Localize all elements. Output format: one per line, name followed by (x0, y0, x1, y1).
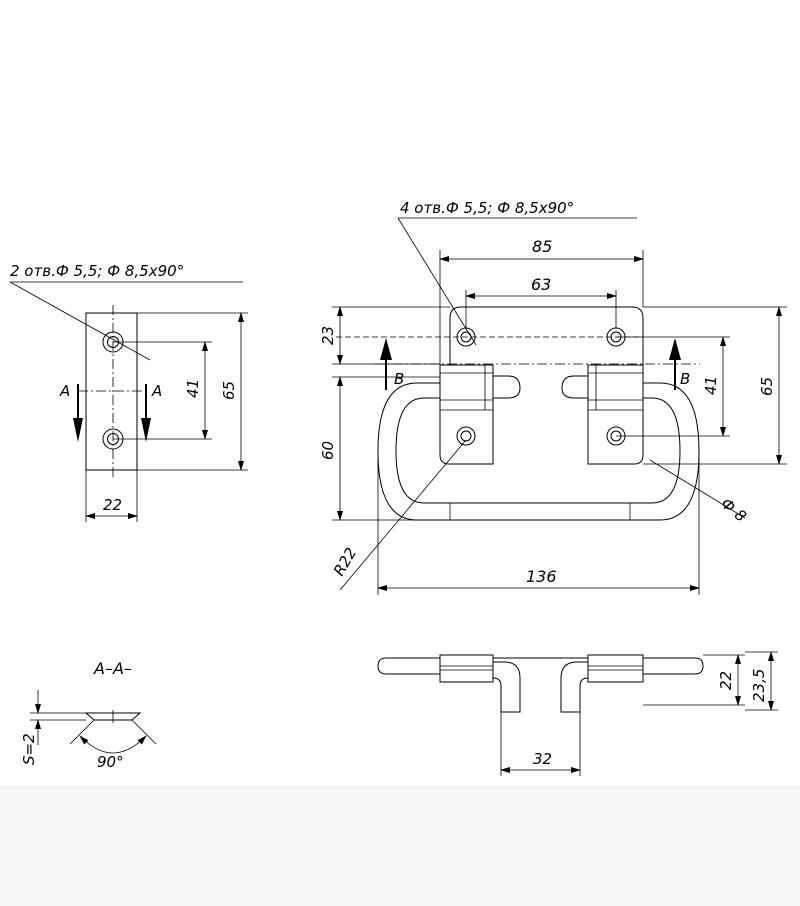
dim-22-text: 22 (103, 496, 122, 514)
bottom-right-plate (587, 654, 644, 683)
section-label-right: A (151, 382, 162, 400)
dim-65r-text: 65 (758, 377, 776, 396)
dim-65-text: 65 (220, 381, 238, 400)
bottom-view: 32 22 23,5 (377, 651, 778, 776)
front-view: B B 4 отв.Ф 5,5; Ф 8,5x90° 85 63 23 (319, 199, 787, 595)
view-arrow-right (669, 338, 681, 360)
section-thickness-text: S=2 (20, 733, 38, 765)
background-floor (0, 785, 800, 906)
left-tab (493, 375, 521, 399)
dim-41r-text: 41 (702, 376, 720, 395)
front-top-plate (449, 306, 644, 365)
section-label-left: A (59, 382, 70, 400)
dim-60-text: 60 (319, 441, 337, 460)
front-callout-text: 4 отв.Ф 5,5; Ф 8,5x90° (400, 199, 574, 217)
front-hole-bl (456, 426, 476, 446)
dim-85-text: 85 (532, 237, 552, 256)
section-arrow-left (73, 418, 83, 442)
dim-41-text: 41 (184, 379, 202, 398)
section-angle-text: 90° (97, 753, 124, 771)
view-label-left: B (394, 370, 404, 388)
dim-63-text: 63 (531, 275, 551, 294)
section-aa: A–A– S=2 90° (20, 659, 157, 771)
dim-r22-leader (339, 439, 467, 591)
section-angle-ext-left (69, 719, 95, 745)
dim-wire-leader (649, 459, 746, 519)
dim-23-text: 23 (319, 326, 337, 345)
wire-loop-inner (395, 397, 681, 504)
bottom-rod-right (643, 657, 704, 675)
section-arrow-right (141, 418, 151, 442)
dim-r22-text: R22 (330, 544, 360, 579)
bottom-leg-right (560, 661, 589, 713)
dim-22b-text: 22 (717, 671, 735, 690)
view-arrow-left (380, 338, 392, 360)
left-bracket (439, 364, 494, 465)
section-angle-arc (79, 735, 147, 754)
bottom-leg-left (492, 661, 521, 713)
dim-32-text: 32 (533, 750, 552, 768)
right-bracket (587, 364, 644, 465)
bottom-left-plate (439, 654, 494, 683)
front-callout-leader (397, 217, 477, 346)
right-tab (561, 375, 588, 399)
side-view: A A 2 отв.Ф 5,5; Ф 8,5x90° 41 65 22 (9, 262, 248, 522)
section-angle-ext-right (131, 719, 157, 745)
side-plate-outline (85, 312, 138, 471)
wire-loop-outer (377, 382, 700, 521)
section-title: A–A– (93, 659, 132, 678)
dim-wire-text: Ф 8 (717, 494, 749, 525)
view-label-right: B (680, 370, 690, 388)
side-callout-text: 2 отв.Ф 5,5; Ф 8,5x90° (10, 262, 184, 280)
side-callout-leader (9, 281, 151, 361)
dim-235-text: 23,5 (750, 669, 768, 702)
dim-136-text: 136 (526, 567, 557, 586)
front-hole-bl-inner (460, 430, 472, 442)
bottom-rod-left (377, 657, 440, 675)
